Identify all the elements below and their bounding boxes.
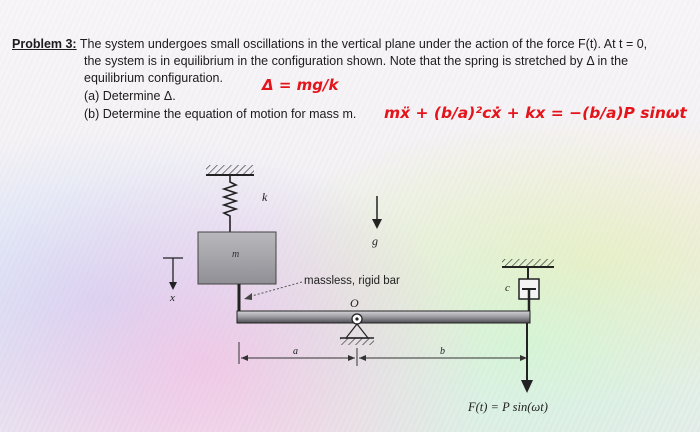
problem-line-1: Problem 3: The system undergoes small os…	[12, 36, 647, 53]
force-label: F(t) = P sin(ωt)	[468, 400, 548, 414]
spring-ceiling	[206, 165, 254, 176]
dimension-b	[356, 348, 527, 366]
delta-answer: Δ = mg/k	[262, 76, 339, 94]
pivot-support	[340, 313, 374, 345]
problem-label: Problem 3:	[12, 37, 77, 51]
eom-answer: mẍ + (b/a)²cẋ + kx = −(b/a)P sinωt	[384, 104, 687, 122]
part-a: (a) Determine Δ.	[84, 89, 176, 103]
damper	[502, 259, 554, 311]
gravity-label: g	[372, 234, 378, 248]
problem-line1-text: The system undergoes small oscillations …	[79, 37, 648, 51]
spring	[221, 175, 239, 232]
bar-label: massless, rigid bar	[304, 275, 400, 287]
dimension-a	[238, 342, 355, 364]
force-arrow	[521, 323, 533, 393]
mass-label: m	[232, 249, 240, 260]
part-b: (b) Determine the equation of motion for…	[84, 107, 357, 121]
problem-line-3: equilibrium configuration.	[84, 71, 223, 85]
mass-block	[197, 231, 277, 285]
pivot-label: O	[350, 296, 359, 310]
dimension-a-label: a	[293, 346, 298, 357]
x-label: x	[170, 292, 175, 304]
problem-line-2: the system is in equilibrium in the conf…	[84, 54, 629, 68]
spring-label: k	[262, 190, 268, 204]
damper-label: c	[505, 282, 510, 294]
x-coordinate-arrow	[163, 257, 183, 290]
bar-label-leader	[244, 281, 303, 300]
rigid-bar	[236, 310, 531, 324]
gravity-arrow	[372, 196, 382, 229]
dimension-b-label: b	[440, 346, 445, 357]
